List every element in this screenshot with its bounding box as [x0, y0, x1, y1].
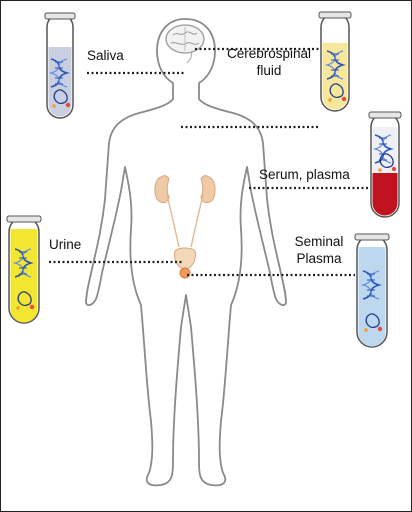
label-serum-plasma: Serum, plasma [259, 167, 350, 182]
label-csf-line1: Cerebrospinal [226, 46, 312, 61]
label-seminal-plasma: Seminal Plasma [289, 233, 349, 267]
label-saliva: Saliva [87, 48, 124, 63]
label-seminal-line1: Seminal [294, 234, 344, 249]
label-csf-line2: fluid [256, 63, 282, 78]
test-tube-saliva [44, 12, 76, 119]
brain-icon [165, 24, 205, 64]
kidneys-icon [154, 175, 216, 204]
ureters [166, 194, 204, 248]
label-urine: Urine [49, 237, 82, 252]
label-cerebrospinal-fluid: Cerebrospinal fluid [209, 45, 329, 79]
leader-lines [49, 47, 369, 277]
test-tube-seminal [354, 233, 390, 348]
test-tube-urine [6, 215, 42, 324]
test-tube-csf [318, 11, 352, 112]
test-tube-serum [368, 111, 402, 218]
label-seminal-line2: Plasma [296, 251, 342, 266]
